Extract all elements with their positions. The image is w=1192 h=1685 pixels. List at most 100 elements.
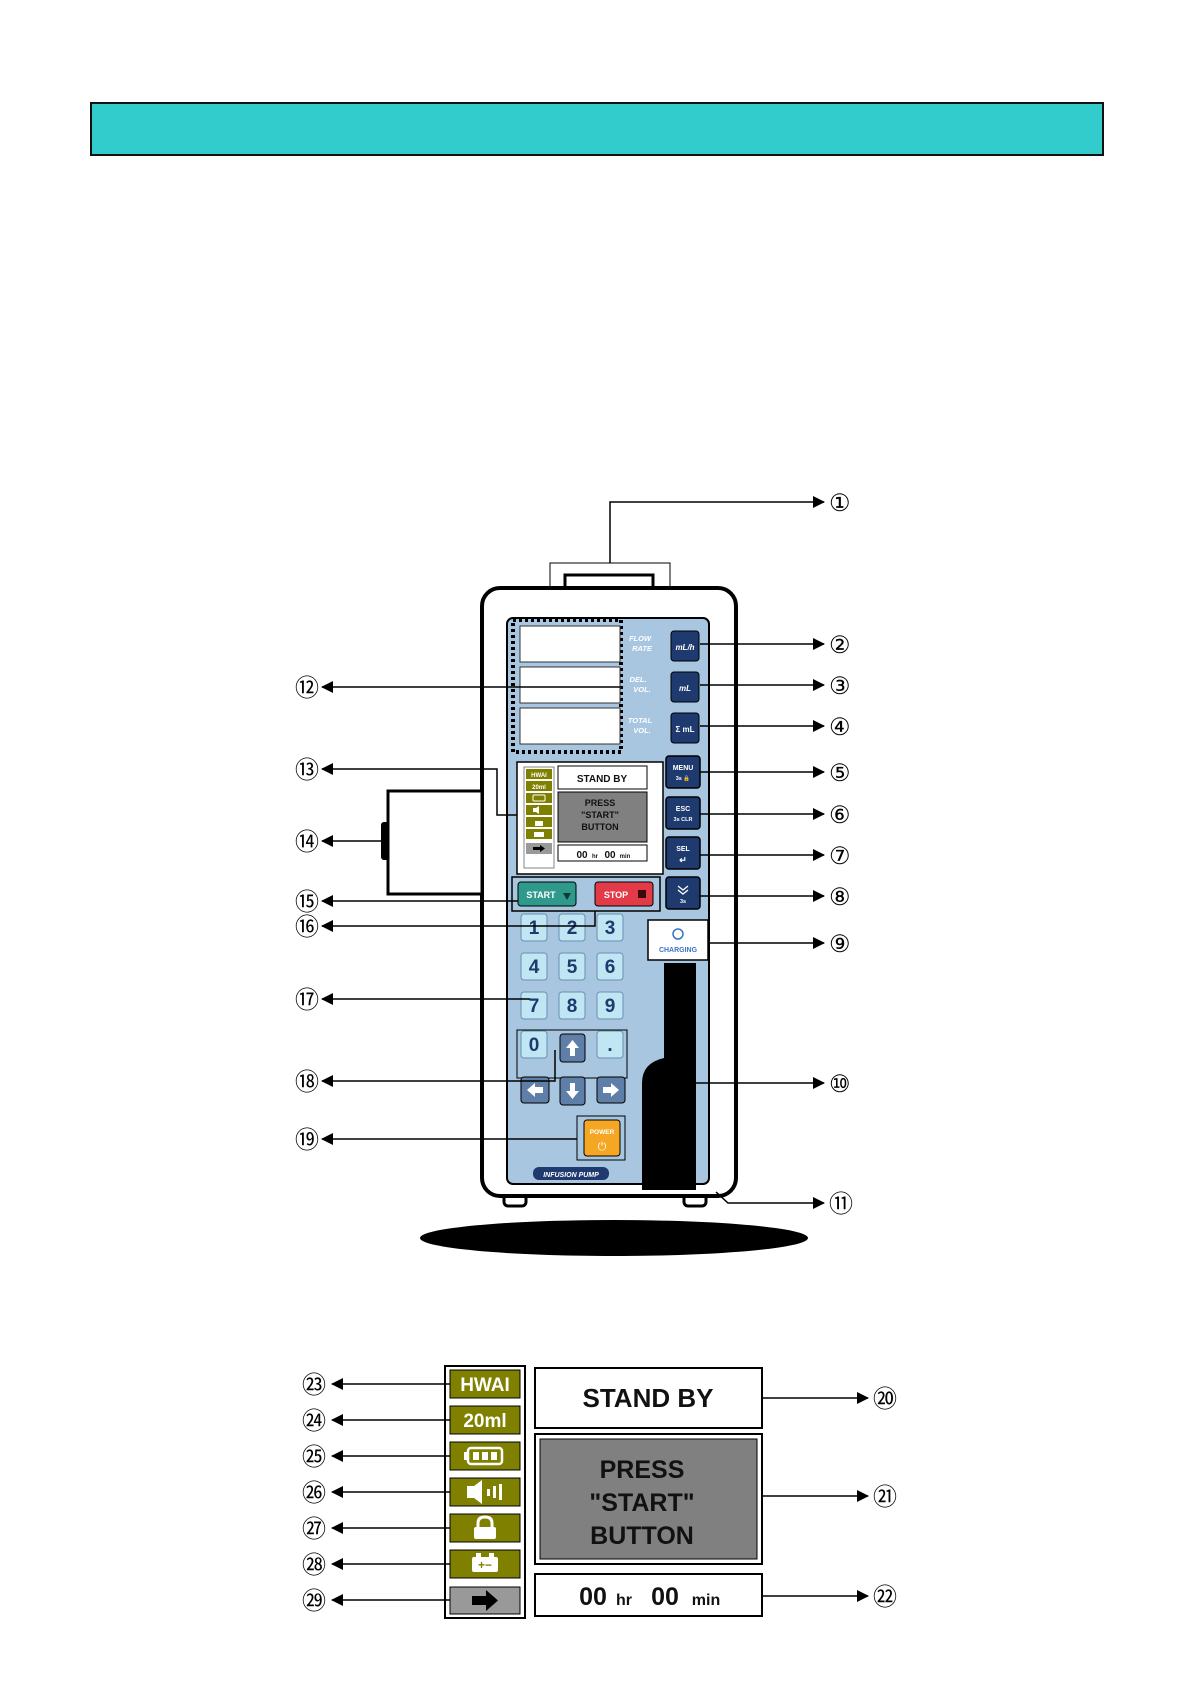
mini-battery-icon	[532, 794, 546, 802]
key-6-button[interactable]	[596, 952, 624, 981]
sel-button[interactable]	[665, 836, 701, 870]
mini-icon-syringe	[526, 781, 552, 791]
callout-9: ⑨	[829, 931, 851, 958]
leader-16	[321, 911, 596, 932]
callout-16: ⑯	[295, 914, 319, 941]
del-vol-row: DEL. VOL. mL	[519, 666, 700, 704]
mini-ac-icon	[534, 832, 544, 837]
callout-26: ㉖	[302, 1480, 326, 1507]
start-label: START	[526, 890, 556, 900]
mini-lock-icon	[535, 821, 543, 826]
flow-rate-label-2: RATE	[632, 644, 653, 653]
mini-min-unit: min	[620, 854, 631, 860]
total-vol-label: TOTAL	[628, 716, 653, 725]
stop-label: STOP	[604, 890, 628, 900]
key-8-button[interactable]	[558, 991, 586, 1020]
key-4-button[interactable]	[520, 952, 548, 981]
callout-8: ⑧	[829, 884, 851, 911]
start-button[interactable]	[517, 881, 577, 907]
power-icon: ⏻	[598, 1141, 607, 1153]
lock-icon	[474, 1527, 496, 1539]
callout-25: ㉕	[302, 1444, 326, 1471]
battery-cell-1	[473, 1452, 479, 1460]
leader-18	[321, 1050, 556, 1087]
callout-23: ㉓	[302, 1372, 326, 1399]
battery-cell-2	[482, 1452, 488, 1460]
mini-model-text: HWAI	[531, 773, 547, 779]
mini-message-line1: PRESS	[585, 798, 616, 808]
del-vol-button[interactable]	[670, 671, 700, 703]
key-dot-button[interactable]	[596, 1030, 624, 1059]
key-3-button[interactable]	[596, 913, 624, 942]
power-label: POWER	[590, 1129, 615, 1136]
mini-speaker-icon	[533, 806, 539, 814]
del-vol-display	[519, 666, 621, 704]
callout-21: ㉑	[873, 1484, 897, 1511]
menu-button[interactable]	[665, 755, 701, 789]
detail-leader-lines	[331, 1378, 869, 1606]
key-5-button[interactable]	[558, 952, 586, 981]
floor-shadow	[420, 1220, 808, 1256]
syringe-indicator	[449, 1405, 521, 1435]
brand-badge	[533, 1167, 609, 1180]
callout-1: ①	[829, 490, 851, 517]
status-box	[534, 1367, 763, 1429]
stop-button[interactable]	[594, 881, 654, 907]
flow-rate-row: FLOW RATE mL/h	[519, 625, 700, 663]
power-button[interactable]	[583, 1119, 621, 1157]
key-4-label: 4	[529, 957, 540, 978]
bolus-icon	[677, 885, 689, 895]
flow-rate-button[interactable]	[670, 630, 700, 662]
stop-square-icon	[638, 890, 646, 898]
leader-lines	[321, 496, 825, 1209]
sound-indicator	[449, 1477, 521, 1507]
mini-message-line3: BUTTON	[581, 822, 618, 832]
callout-15: ⑮	[295, 889, 319, 916]
key-7-label: 7	[529, 996, 540, 1017]
key-0-button[interactable]	[520, 1030, 548, 1059]
mini-hr-unit: hr	[592, 854, 599, 860]
ac-power-icon	[472, 1557, 498, 1572]
lock-icon-shackle	[476, 1515, 494, 1528]
time-box	[534, 1573, 763, 1617]
mini-icon-model	[526, 769, 552, 779]
arrow-right-icon	[603, 1083, 619, 1097]
right-arrow-icon	[472, 1590, 498, 1611]
leader-1	[609, 496, 825, 563]
del-unit-label: mL	[679, 684, 691, 693]
key-2-button[interactable]	[558, 913, 586, 942]
mini-icon-battery	[526, 793, 552, 803]
esc-button[interactable]	[665, 796, 701, 830]
callout-29: ㉙	[302, 1588, 326, 1615]
callout-20: ⑳	[873, 1386, 897, 1413]
battery-tip	[464, 1452, 468, 1460]
pole-clamp	[386, 789, 484, 896]
key-6-label: 6	[605, 957, 616, 978]
message-line1: PRESS	[600, 1456, 685, 1484]
sound-bar-2	[493, 1486, 496, 1498]
callout-28: ㉘	[302, 1552, 326, 1579]
callout-2: ②	[829, 632, 851, 659]
syringe-slot	[642, 963, 696, 1190]
flow-unit-label: mL/h	[675, 643, 694, 652]
key-9-label: 9	[605, 996, 616, 1017]
arrow-up-key[interactable]	[559, 1033, 586, 1063]
key-9-button[interactable]	[596, 991, 624, 1020]
sel-sub: ↵	[679, 855, 687, 865]
model-indicator-text: HWAI	[460, 1375, 510, 1396]
start-stop-group: START STOP	[511, 876, 661, 912]
arrow-down-key[interactable]	[559, 1076, 586, 1106]
hours-value: 00	[579, 1583, 607, 1611]
arrow-left-key[interactable]	[520, 1076, 550, 1104]
bolus-button[interactable]	[665, 876, 701, 910]
message-box	[539, 1438, 758, 1560]
menu-sub: 3s 🔒	[676, 775, 691, 782]
key-1-button[interactable]	[520, 913, 548, 942]
total-vol-button[interactable]	[670, 712, 700, 744]
arrow-right-key[interactable]	[596, 1076, 626, 1104]
battery-cell-3	[491, 1452, 497, 1460]
flow-rate-display	[519, 625, 621, 663]
leader-13	[321, 763, 517, 816]
